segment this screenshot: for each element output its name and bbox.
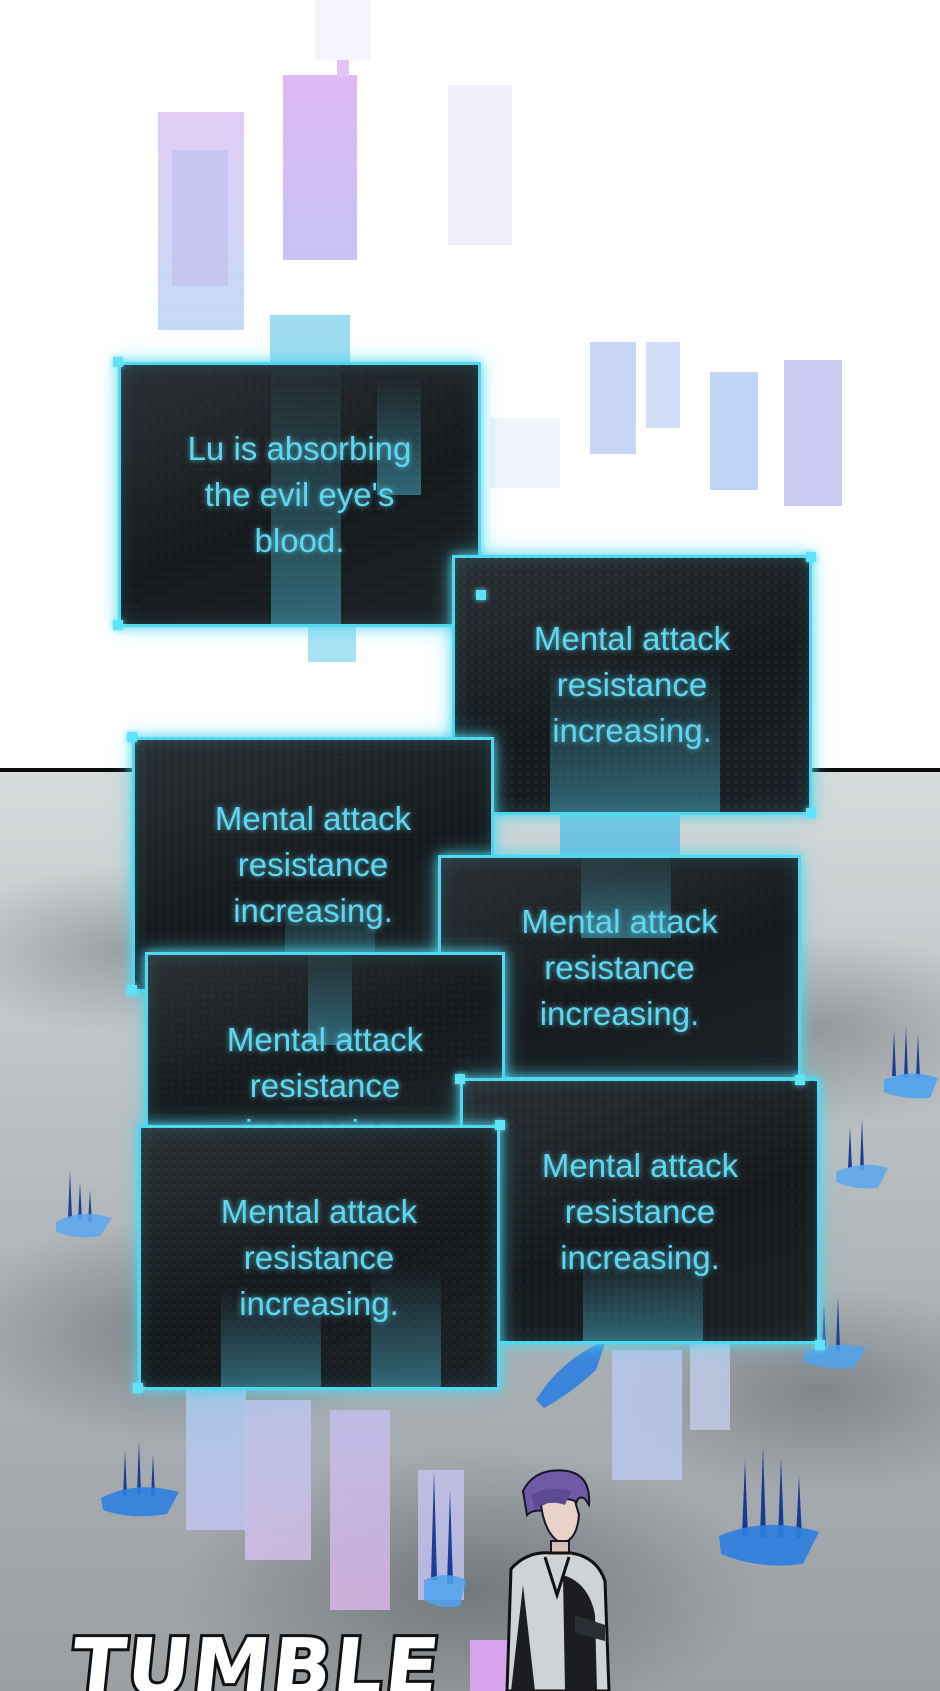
crystal-shard [56,1170,112,1238]
panel-corner-accent [127,985,137,995]
panel-corner-accent [806,552,816,562]
panel-corner-accent [806,808,816,818]
panel-corner-accent [133,1383,143,1393]
light-pillar [646,342,680,428]
system-notification-panel: Mental attack resistance increasing. [145,952,505,1130]
crystal-shard [424,1470,466,1608]
panel-corner-accent [455,1074,465,1084]
light-pillar [283,75,357,260]
light-pillar [490,418,560,488]
panel-corner-accent [113,357,123,367]
sound-effect-text: TUMBLE [64,1620,448,1691]
light-pillar [172,150,228,286]
character-figure [505,1469,611,1691]
crystal-shard [536,1340,606,1408]
light-pillar [337,55,349,77]
crystal-shard [101,1440,179,1517]
light-pillar [315,0,371,60]
system-notification-panel: Mental attack resistance increasing. [138,1125,500,1390]
panel-corner-accent [495,1120,505,1130]
notification-text: Mental attack resistance increasing. [521,902,718,1032]
notification-text: Mental attack resistance increasing. [220,1192,418,1322]
light-pillar [710,372,758,490]
crystal-shard [719,1446,819,1566]
notification-text: Mental attack resistance increasing. [226,1021,424,1127]
system-notification-panel: Mental attack resistance increasing. [132,737,494,992]
notification-text: Mental attack resistance increasing. [533,620,731,749]
system-notification-panel: Mental attack resistance increasing. [460,1078,820,1344]
panel-corner-accent [815,1340,825,1350]
panel-corner-accent [795,1075,805,1085]
light-pillar [245,1400,311,1560]
light-pillar [186,1380,246,1530]
notification-text: Mental attack resistance increasing. [541,1147,739,1276]
system-notification-panel: Mental attack resistance increasing. [452,555,812,815]
notification-text: Mental attack resistance increasing. [214,799,412,929]
light-pillar [590,342,636,454]
panel-corner-accent [113,620,123,630]
crystal-shard [884,1026,938,1099]
light-pillar [612,1350,682,1480]
notification-text: Lu is absorbing the evil eye's blood. [187,429,412,559]
light-pillar [448,85,512,245]
light-pillar [784,360,842,506]
panel-corner-accent [127,732,137,742]
panel-corner-accent [476,590,486,600]
light-pillar [330,1410,390,1610]
crystal-shard [836,1118,888,1189]
system-notification-panel: Lu is absorbing the evil eye's blood. [118,362,481,627]
